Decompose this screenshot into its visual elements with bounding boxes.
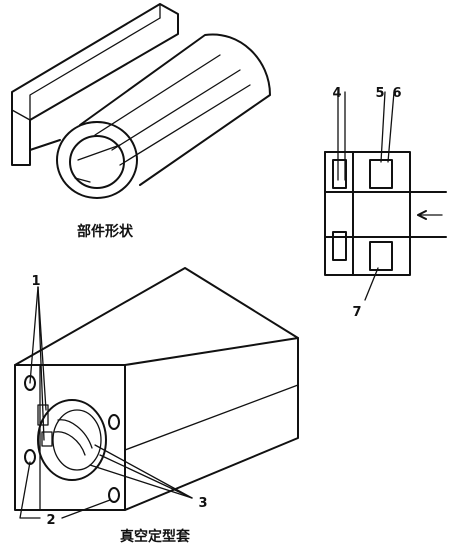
callout-3: 3 — [198, 496, 207, 511]
profile-part-drawing — [11, 3, 271, 199]
caption-vacuum-sizing-sleeve: 真空定型套 — [120, 528, 190, 545]
callout-7: 7 — [352, 305, 361, 320]
callout-6: 6 — [392, 86, 401, 101]
callout-4: 4 — [332, 86, 341, 101]
callout-1: 1 — [31, 274, 40, 289]
callout-5: 5 — [375, 86, 384, 101]
caption-part-shape: 部件形状 — [77, 223, 134, 240]
cross-section-schematic — [324, 91, 447, 301]
callout-2: 2 — [46, 513, 55, 528]
vacuum-sizing-sleeve-drawing — [14, 267, 299, 519]
